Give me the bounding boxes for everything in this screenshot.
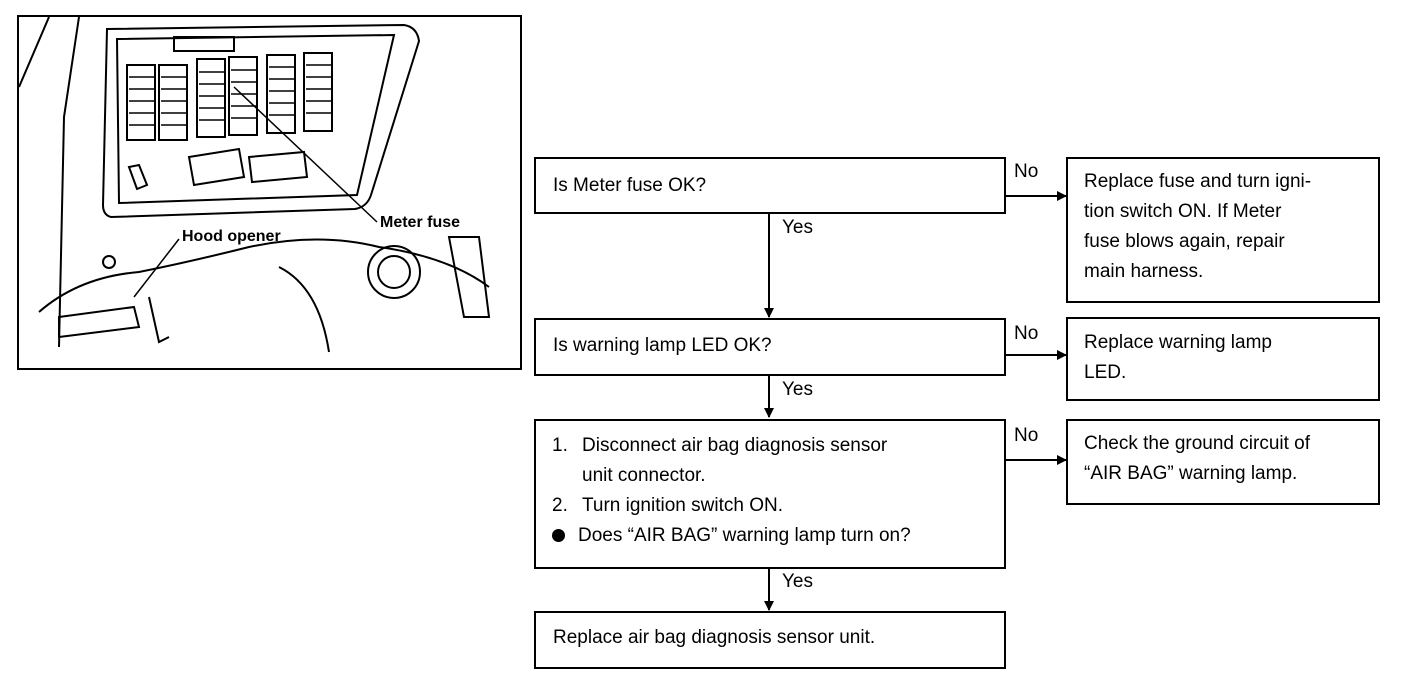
final-action-text: Replace air bag diagnosis sensor unit. — [553, 627, 876, 648]
decision-meter-fuse: Is Meter fuse OK? — [534, 157, 1006, 214]
hood-opener-leader-line — [133, 238, 180, 298]
step-1-line-2: unit connector. — [582, 465, 706, 486]
step-2-line-1: Turn ignition switch ON. — [582, 495, 783, 516]
fuse-box-drawing — [19, 17, 491, 353]
action-replace-fuse-line-3: fuse blows again, repair — [1084, 231, 1285, 252]
yes-label-3: Yes — [782, 571, 813, 592]
action-check-ground-line-2: “AIR BAG” warning lamp. — [1084, 463, 1298, 484]
yes-label-2: Yes — [782, 379, 813, 400]
decision-airbag-lamp: 1. Disconnect air bag diagnosis sensor un… — [534, 419, 1006, 569]
step-1-line-1: Disconnect air bag diagnosis sensor — [582, 435, 888, 456]
step-3-line-1: Does “AIR BAG” warning lamp turn on? — [578, 525, 911, 546]
bullet-icon — [552, 529, 565, 542]
action-check-ground: Check the ground circuit of “AIR BAG” wa… — [1066, 419, 1380, 505]
step-1: 1. Disconnect air bag diagnosis sensor un… — [552, 431, 887, 491]
hood-opener-callout: Hood opener — [182, 228, 281, 245]
no-label-1: No — [1014, 161, 1039, 182]
yes-label-1: Yes — [782, 217, 813, 238]
action-replace-fuse: Replace fuse and turn igni- tion switch … — [1066, 157, 1380, 303]
decision-warning-lamp-led: Is warning lamp LED OK? — [534, 318, 1006, 376]
action-replace-led-line-2: LED. — [1084, 362, 1127, 383]
step-3: Does “AIR BAG” warning lamp turn on? — [550, 521, 911, 551]
action-replace-led: Replace warning lamp LED. — [1066, 317, 1380, 401]
step-2: 2. Turn ignition switch ON. — [552, 491, 783, 521]
fuse-box-illustration: Meter fuse Hood opener — [17, 15, 522, 370]
action-replace-fuse-line-2: tion switch ON. If Meter — [1084, 201, 1282, 222]
decision-warning-lamp-led-text: Is warning lamp LED OK? — [553, 335, 772, 356]
final-action-replace-sensor: Replace air bag diagnosis sensor unit. — [534, 611, 1006, 669]
step-2-marker: 2. — [552, 495, 568, 516]
step-1-marker: 1. — [552, 435, 568, 456]
meter-fuse-callout: Meter fuse — [380, 214, 461, 231]
action-replace-led-line-1: Replace warning lamp — [1084, 332, 1272, 353]
no-label-3: No — [1014, 425, 1039, 446]
decision-meter-fuse-text: Is Meter fuse OK? — [553, 175, 707, 196]
action-replace-fuse-line-4: main harness. — [1084, 261, 1204, 282]
action-replace-fuse-line-1: Replace fuse and turn igni- — [1084, 171, 1312, 192]
no-label-2: No — [1014, 323, 1039, 344]
action-check-ground-line-1: Check the ground circuit of — [1084, 433, 1311, 454]
meter-fuse-leader-line — [233, 86, 378, 223]
